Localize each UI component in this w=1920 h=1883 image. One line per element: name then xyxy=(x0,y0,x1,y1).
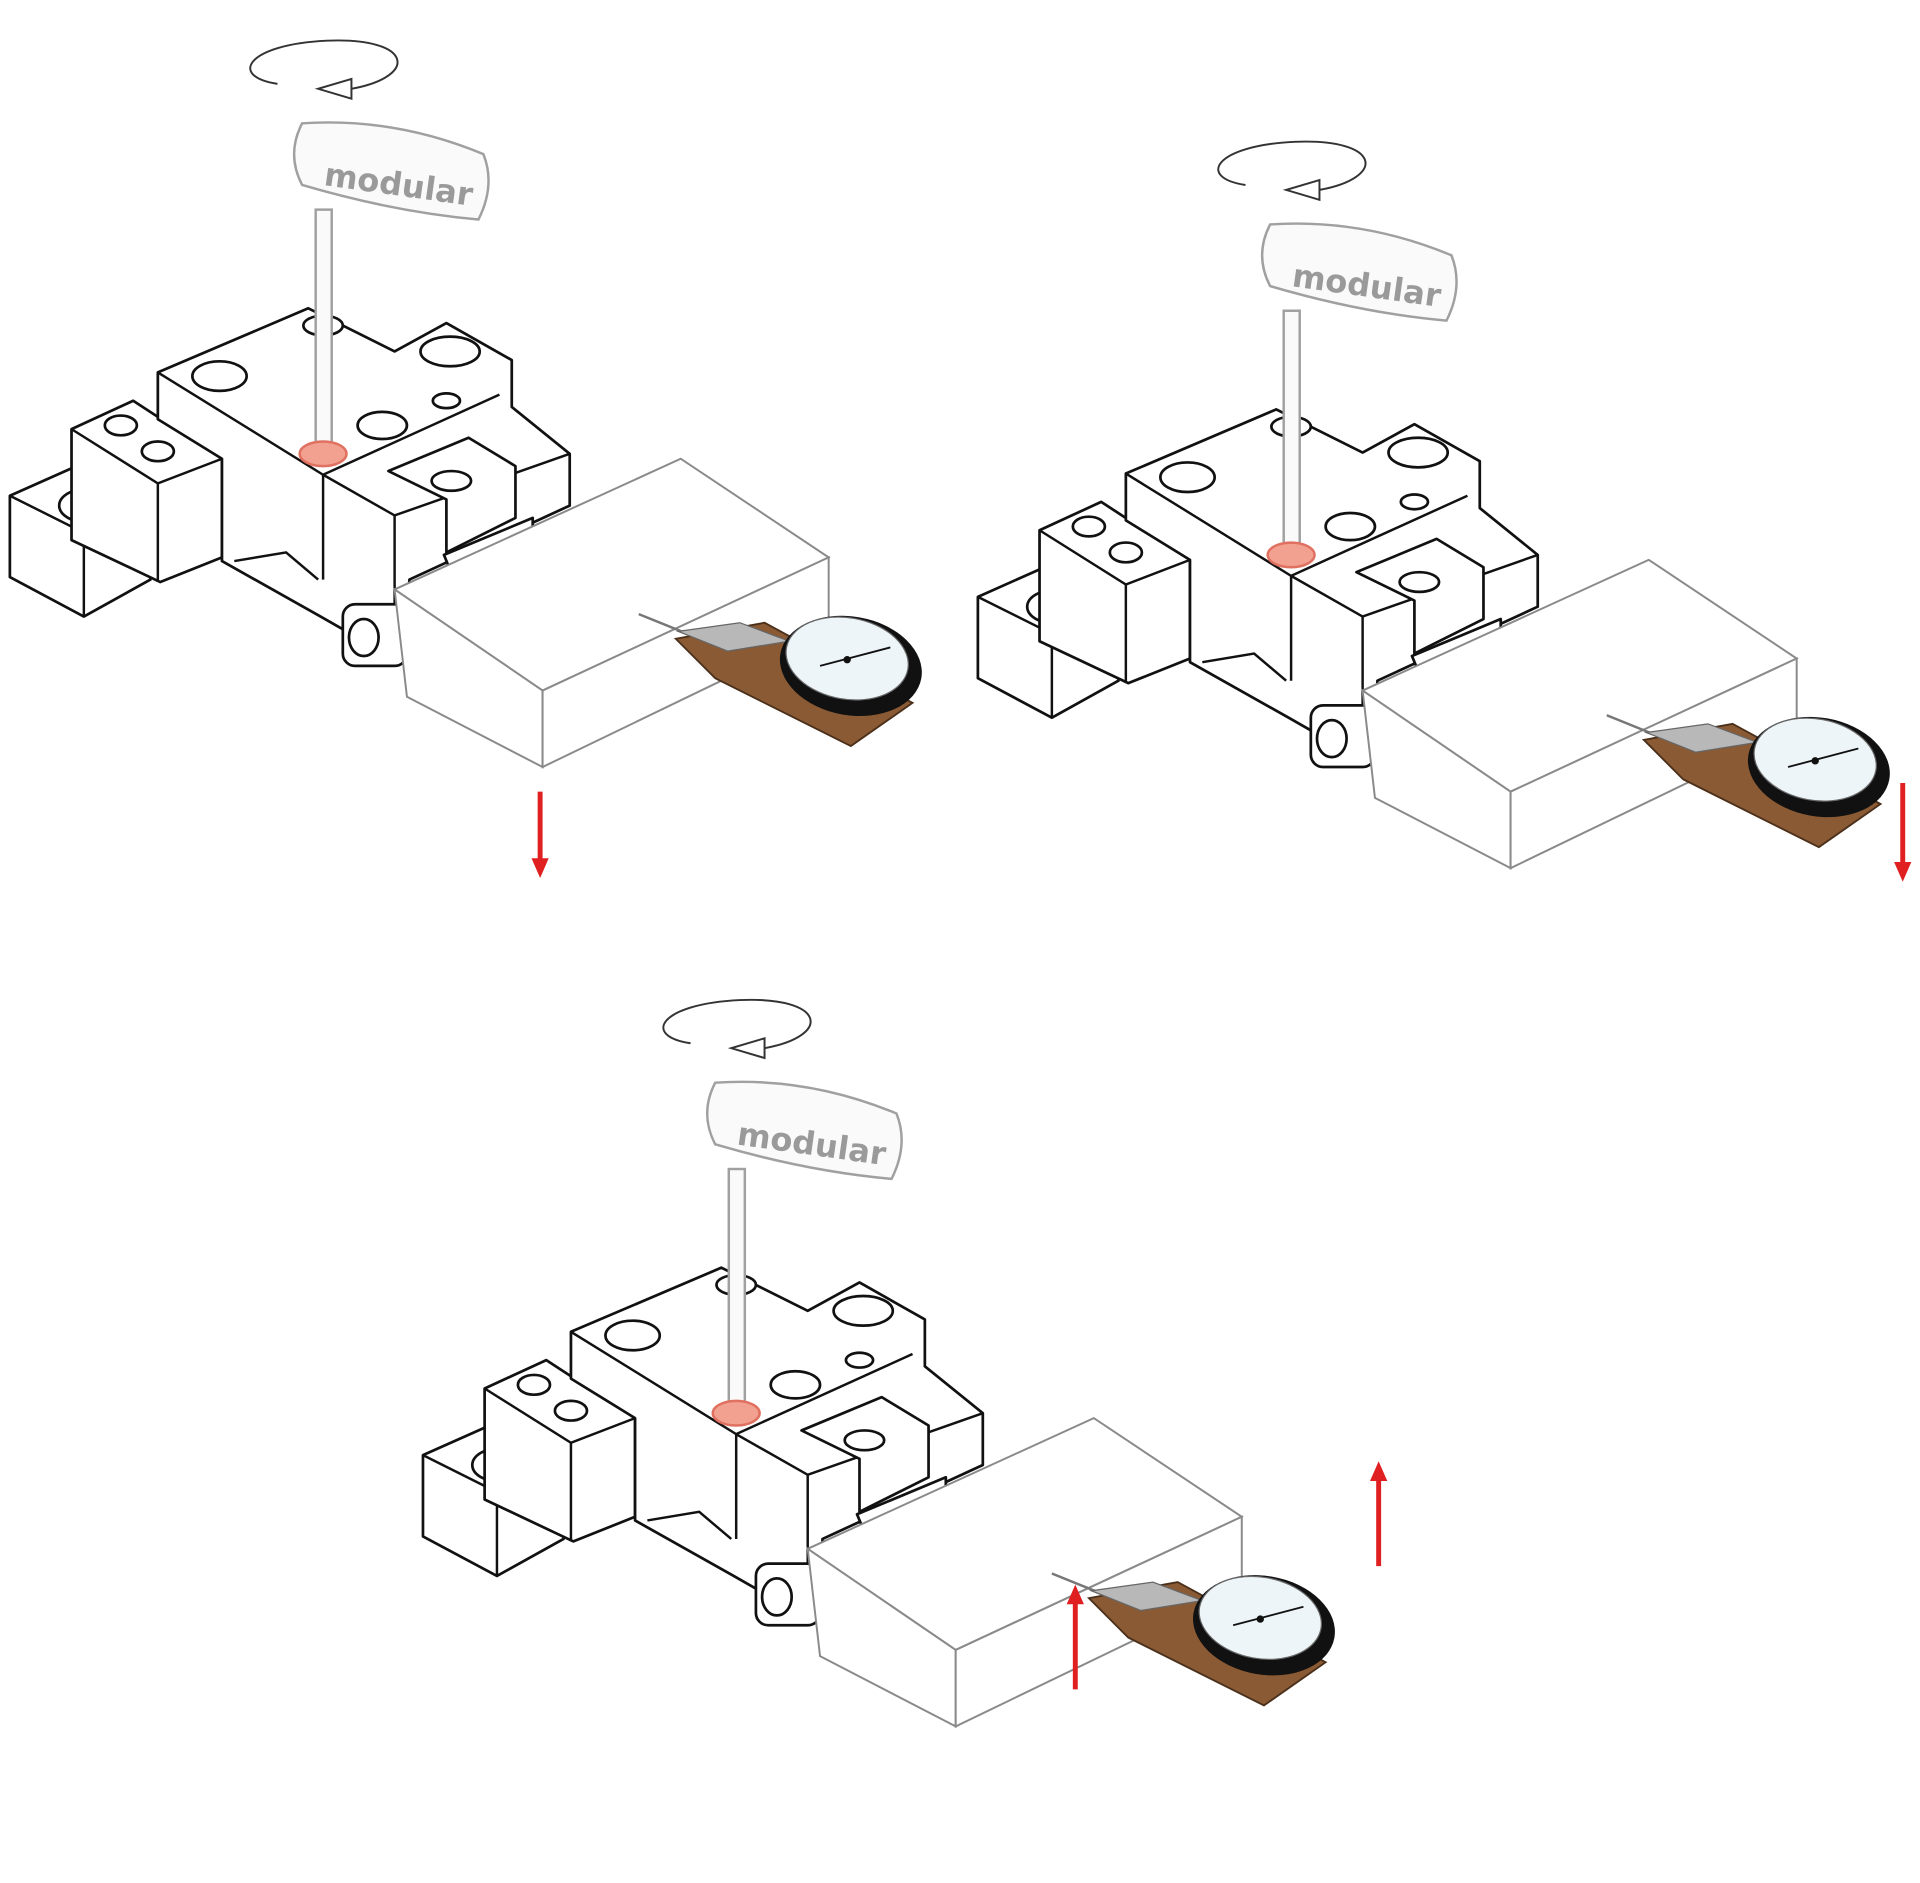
arrow-head xyxy=(531,858,549,878)
workpiece-block xyxy=(392,457,831,769)
bolt-hole xyxy=(191,359,248,393)
rotation-arrow-icon xyxy=(249,39,399,100)
bolt-hole xyxy=(1387,436,1450,469)
dial-test-indicator xyxy=(1606,714,1890,849)
t-handle-hex-key: modular xyxy=(706,1080,903,1427)
movement-arrow-down xyxy=(1894,783,1912,882)
serration xyxy=(647,1510,733,1540)
fixture-main-body xyxy=(156,306,572,668)
bolt-hole xyxy=(516,1373,552,1397)
tool-shaft xyxy=(1282,309,1301,557)
bolt-hole xyxy=(1108,541,1144,564)
knob-hole xyxy=(347,617,380,658)
dial-center xyxy=(843,656,851,664)
dial-needle xyxy=(1232,1605,1304,1627)
tool-handle xyxy=(292,121,490,221)
serration xyxy=(234,551,319,581)
dial-center xyxy=(1256,1615,1264,1623)
rotation-arc xyxy=(662,998,812,1050)
fixture-main-body xyxy=(1124,408,1540,769)
t-handle-hex-key: modular xyxy=(292,121,490,468)
bolt-hole xyxy=(1159,461,1216,494)
arrow-head xyxy=(1894,861,1912,882)
panel-step-1: modular xyxy=(8,39,922,878)
body-outline xyxy=(1124,408,1540,769)
dial-needle xyxy=(1787,747,1859,768)
bolt-hole xyxy=(604,1319,662,1352)
rotation-head xyxy=(727,1036,766,1060)
engaged-screw-highlight xyxy=(298,440,348,468)
bolt-hole xyxy=(419,335,482,368)
jaw-slot xyxy=(800,1395,930,1514)
rotation-head xyxy=(1282,178,1321,202)
bolt-hole xyxy=(844,1351,875,1369)
movement-arrow-up xyxy=(1066,1584,1084,1690)
arrow-head xyxy=(1066,1584,1084,1605)
bolt-hole xyxy=(430,469,473,493)
bolt-hole xyxy=(431,392,462,410)
rotation-arc xyxy=(249,39,399,90)
body-outline xyxy=(569,1266,985,1627)
dial-center xyxy=(1811,757,1819,765)
serration xyxy=(1202,652,1287,682)
tool-shaft xyxy=(727,1167,747,1415)
dial-needle xyxy=(819,646,891,667)
knob-hole xyxy=(1315,718,1348,759)
workpiece-block xyxy=(805,1416,1244,1729)
arrow-head xyxy=(1370,1461,1388,1481)
engaged-screw-highlight xyxy=(711,1399,761,1427)
bolt-hole xyxy=(1071,515,1107,538)
knob-hole xyxy=(760,1577,794,1617)
jaw-slot xyxy=(387,436,517,554)
rotation-head xyxy=(314,77,353,100)
movement-arrow-down xyxy=(531,791,549,878)
workpiece-block xyxy=(1360,558,1799,870)
tool-handle xyxy=(1260,222,1458,322)
rotation-arrow-icon xyxy=(1217,140,1367,202)
movement-arrow-up xyxy=(1370,1461,1388,1567)
rotation-arc xyxy=(1217,140,1367,191)
bolt-hole xyxy=(103,414,139,437)
dial-test-indicator xyxy=(638,612,922,748)
tool-shaft xyxy=(314,208,333,456)
tool-handle xyxy=(706,1080,903,1181)
dial-test-indicator xyxy=(1051,1572,1335,1707)
bolt-hole xyxy=(140,440,176,463)
bolt-hole xyxy=(1399,493,1430,511)
panel-step-3: modular xyxy=(421,998,1388,1729)
bolt-hole xyxy=(769,1369,822,1400)
rotation-arrow-icon xyxy=(662,998,812,1060)
bolt-hole xyxy=(832,1294,895,1327)
bolt-hole xyxy=(1398,570,1441,594)
engaged-screw-highlight xyxy=(1266,541,1316,569)
bolt-hole xyxy=(553,1399,589,1422)
jaw-slot xyxy=(1355,537,1485,655)
panel-step-2: modular xyxy=(976,140,1912,882)
bolt-hole xyxy=(356,410,409,441)
clamp-block-middle xyxy=(483,1358,637,1543)
clamp-block-middle xyxy=(70,399,224,584)
bolt-hole xyxy=(843,1429,886,1452)
bolt-hole xyxy=(1324,511,1377,542)
body-outline xyxy=(156,306,572,668)
